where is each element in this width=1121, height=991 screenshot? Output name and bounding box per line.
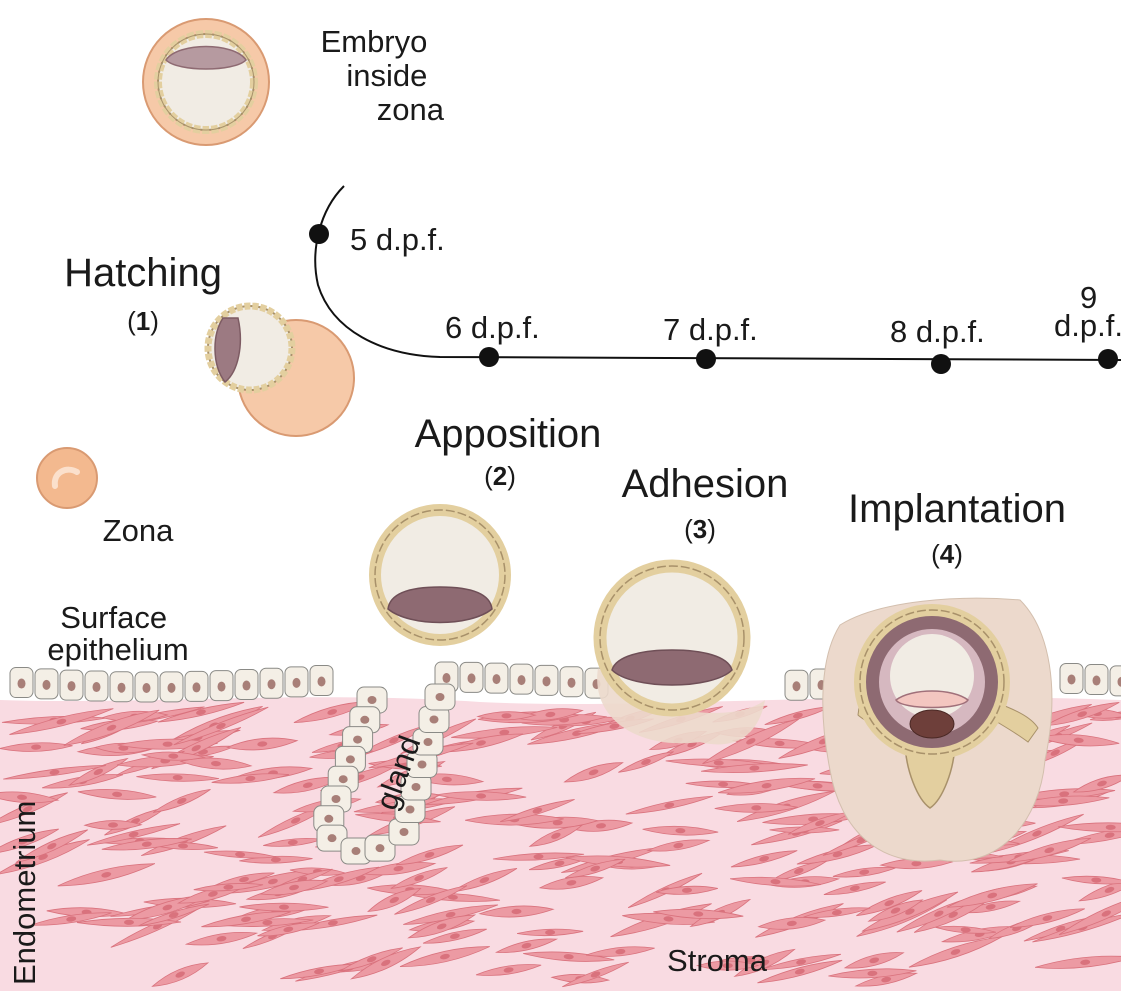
epithelial-cell [510,664,533,694]
epithelial-cell [260,668,283,698]
epithelial-cell [35,669,58,699]
epithelial-cell [560,667,583,697]
apposition-step: (2) [484,461,516,491]
apposition-embryo [375,510,505,640]
embryo-inside-zona-label: Embryo inside zona [321,24,445,127]
implantation-embryo [823,598,1052,861]
epithelial-cell [110,672,133,702]
endometrium-label: Endometrium [7,801,42,985]
adhesion-embryo [597,566,765,744]
adhesion-label: Adhesion [622,462,789,506]
epithelial-cell [235,670,258,700]
surface-epithelium-label: Surface epithelium [47,600,188,667]
zona-shell [37,448,97,508]
timeline-point-9 [1098,349,1118,369]
apposition-label: Apposition [415,412,602,456]
hatching-step: (1) [127,306,159,336]
stroma-label: Stroma [667,943,768,978]
epithelial-cell [785,670,808,700]
gland-cell [425,684,455,710]
epithelial-cell [210,671,233,701]
epithelial-cell [1085,665,1108,695]
implantation-label: Implantation [848,487,1066,531]
hatching-embryo [208,306,354,436]
epithelial-cell [135,672,158,702]
implantation-step: (4) [931,539,963,569]
epithelial-cell [1060,663,1083,693]
epithelial-cell [185,671,208,701]
epithelial-cell [85,671,108,701]
timeline-label-9: 9 d.p.f. [1054,280,1121,343]
epithelial-cell [160,672,183,702]
timeline-label-7: 7 d.p.f. [663,312,758,347]
zona-label: Zona [103,513,174,548]
epithelial-cell [285,667,308,697]
epithelial-cell [10,668,33,698]
epithelial-cell [1110,666,1121,696]
epithelial-cell [460,662,483,692]
timeline-point-6 [479,347,499,367]
timeline-point-7 [696,349,716,369]
epithelial-cell [535,665,558,695]
timeline-point-5 [309,224,329,244]
hatching-label: Hatching [64,251,222,295]
embryo-inside-zona [143,19,269,145]
timeline-label-8: 8 d.p.f. [890,314,985,349]
timeline-label-6: 6 d.p.f. [445,310,540,345]
epithelial-cell [310,666,333,696]
epithelial-cell [485,663,508,693]
timeline-point-8 [931,354,951,374]
adhesion-step: (3) [684,514,716,544]
timeline-label-5: 5 d.p.f. [350,222,445,257]
epithelial-cell [60,670,83,700]
